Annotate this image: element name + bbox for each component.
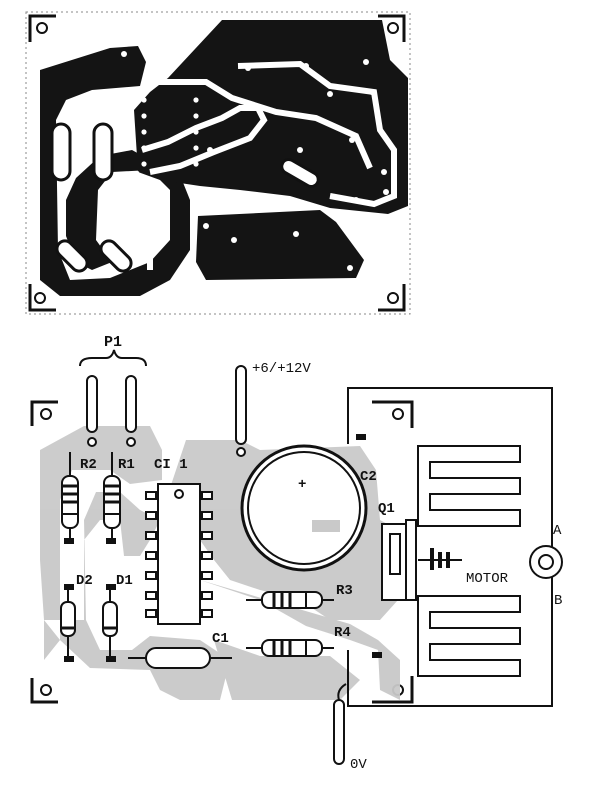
- label-motor: MOTOR: [466, 571, 509, 587]
- ic-ci1: [145, 483, 213, 625]
- label-terminal-a: A: [553, 523, 562, 539]
- track-gap-3: [156, 79, 373, 170]
- p1-leads: [86, 375, 137, 433]
- copper-lower-middle: [196, 210, 364, 280]
- capacitor-c2: +: [240, 444, 368, 572]
- label-p1: P1: [104, 334, 122, 351]
- copper-top-right: [134, 20, 408, 214]
- label-c1: C1: [212, 631, 229, 647]
- resistor-r1: [103, 452, 121, 540]
- track-gap-4: [133, 171, 153, 270]
- label-r2: R2: [80, 457, 97, 473]
- label-d1: D1: [116, 573, 133, 589]
- capacitor-c1: [128, 647, 232, 669]
- copper-left-ground: [40, 46, 190, 296]
- label-q1: Q1: [378, 501, 395, 517]
- transistor-q1: [381, 519, 462, 601]
- supply-lead: [235, 365, 247, 445]
- ground-lead: [333, 699, 345, 765]
- label-r4: R4: [334, 625, 351, 641]
- component-layout: P1 +6/+12V R2 R1 D: [30, 334, 563, 773]
- oblong-pads: [50, 122, 320, 273]
- copper-layout: [25, 11, 411, 315]
- resistor-r3: [246, 591, 334, 609]
- label-ci1: CI 1: [154, 457, 188, 473]
- drill-holes: [59, 47, 389, 271]
- diode-d2: [60, 590, 76, 660]
- c2-polarity: +: [298, 477, 306, 493]
- label-r1: R1: [118, 457, 135, 473]
- mounting-holes: [34, 22, 399, 304]
- p1-bracket: [79, 349, 147, 367]
- label-ground: 0V: [350, 757, 367, 773]
- board-outline: [25, 11, 411, 315]
- label-terminal-b: B: [554, 593, 562, 609]
- resistor-r4: [246, 639, 334, 657]
- track-gap-2: [237, 60, 397, 208]
- resistor-r2: [61, 452, 79, 540]
- label-supply: +6/+12V: [252, 361, 311, 377]
- label-r3: R3: [336, 583, 353, 599]
- motor: [529, 545, 563, 579]
- solder-pads: [64, 434, 382, 662]
- diode-d1: [102, 590, 118, 660]
- label-d2: D2: [76, 573, 93, 589]
- lower-corner-marks: [30, 400, 414, 704]
- label-c2: C2: [360, 469, 377, 485]
- corner-marks: [28, 14, 406, 312]
